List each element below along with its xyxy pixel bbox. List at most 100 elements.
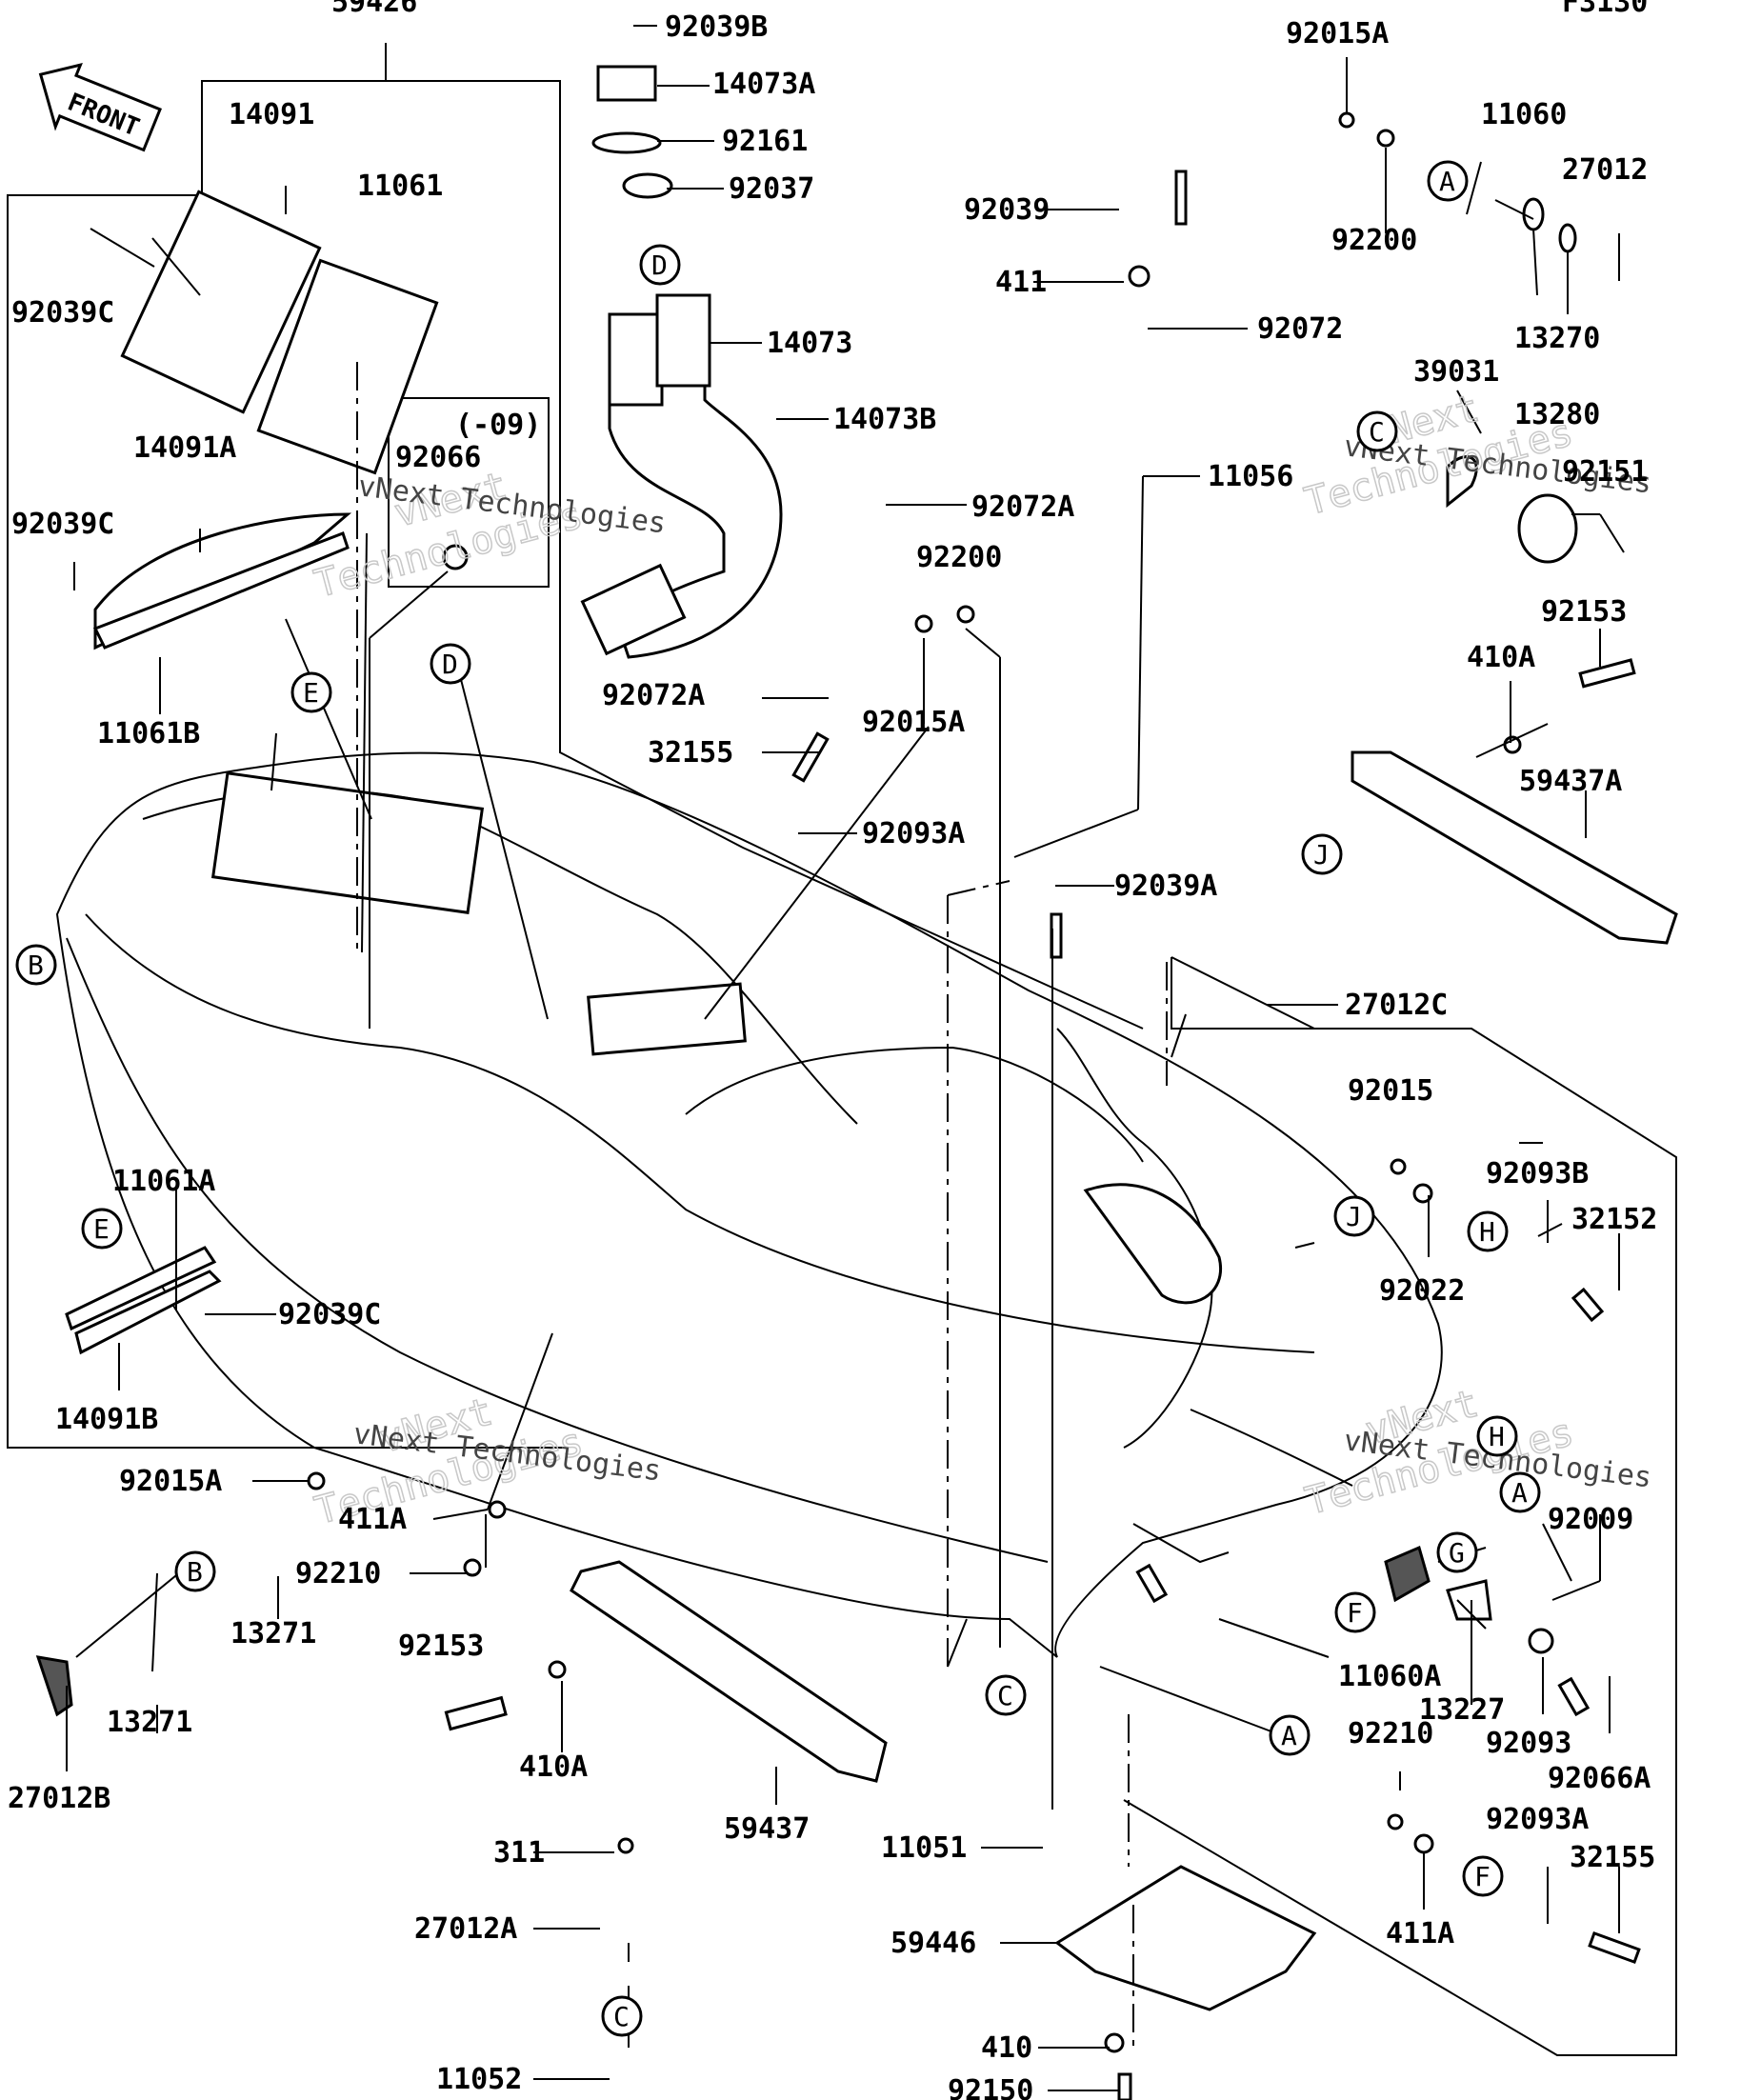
part-59437-sponson (570, 1560, 888, 1783)
svg-text:H: H (1489, 1421, 1505, 1452)
leader-lines (66, 25, 1625, 2091)
part-label: 410A (1467, 641, 1535, 674)
callout-J: J (1301, 833, 1343, 875)
part-label: 92039 (964, 193, 1050, 227)
svg-text:G: G (1449, 1537, 1465, 1569)
svg-text:F: F (1347, 1597, 1363, 1629)
callout-F: F (1462, 1855, 1504, 1897)
part-14073A-cap (591, 65, 673, 199)
svg-text:A: A (1511, 1477, 1528, 1509)
part-label: 27012B (8, 1782, 110, 1815)
callout-C: C (985, 1674, 1027, 1716)
svg-text:C: C (997, 1680, 1013, 1711)
part-14091B-strip (65, 1246, 222, 1355)
part-label: 92039B (665, 10, 768, 44)
part-59437A-sponson (1351, 750, 1678, 945)
part-label: 59426 (331, 0, 417, 19)
part-label: 92066 (395, 441, 481, 474)
part-label: 11056 (1208, 460, 1293, 493)
part-label: 411A (1386, 1917, 1454, 1950)
part-label: 311 (493, 1836, 545, 1870)
part-13280-clamp (1446, 455, 1578, 564)
callout-B: B (15, 944, 57, 986)
svg-text:J: J (1346, 1201, 1362, 1232)
callout-C: C (601, 1995, 643, 2037)
part-label: 410 (981, 2031, 1032, 2065)
part-label: 92093 (1486, 1727, 1571, 1760)
svg-text:E: E (93, 1213, 110, 1245)
group-box-59426 (7, 80, 562, 1449)
part-label: 14073B (833, 403, 936, 436)
callout-H: H (1476, 1415, 1518, 1457)
part-label: 32152 (1571, 1203, 1657, 1236)
part-label: 92037 (729, 172, 814, 206)
part-label: 411 (995, 266, 1047, 299)
part-label: 14073A (712, 68, 815, 101)
part-label: 92039C (11, 296, 114, 330)
part-label: 92153 (398, 1630, 484, 1663)
callout-B: B (174, 1550, 216, 1592)
part-label: 39031 (1413, 355, 1499, 389)
part-label: 92015 (1348, 1074, 1433, 1108)
figure-code: F3130 (1562, 0, 1648, 19)
part-label: 92015A (119, 1465, 222, 1498)
callout-A: A (1427, 160, 1469, 202)
part-label: 92039C (278, 1298, 381, 1331)
part-label: 11051 (881, 1831, 967, 1865)
svg-text:D: D (442, 649, 458, 680)
part-label: 92161 (722, 125, 808, 158)
callout-G: G (1436, 1531, 1478, 1573)
part-27012B-plate (35, 1655, 73, 1717)
part-label: 14091 (229, 98, 314, 131)
part-label: 32155 (648, 736, 733, 770)
group-box-right (1123, 957, 1677, 2056)
part-label: 92015A (862, 706, 965, 739)
part-label: 13271 (230, 1617, 316, 1650)
callout-E: E (81, 1208, 123, 1250)
svg-text:D: D (651, 250, 668, 281)
svg-text:F: F (1474, 1861, 1491, 1892)
part-label: 92093B (1486, 1157, 1589, 1190)
callout-J: J (1333, 1195, 1375, 1237)
hull (55, 751, 1443, 1658)
callout-F: F (1334, 1591, 1376, 1633)
year-note-box (388, 397, 550, 588)
callout-H: H (1467, 1210, 1509, 1252)
svg-text:A: A (1439, 166, 1455, 197)
part-label: 92200 (916, 541, 1002, 574)
part-label: 92150 (948, 2074, 1033, 2100)
svg-text:A: A (1281, 1720, 1297, 1751)
part-59446-plate (1054, 1865, 1317, 2011)
part-label: 13271 (107, 1706, 192, 1739)
part-label: 92072A (602, 679, 705, 712)
year-note: (-09) (455, 409, 541, 442)
part-label: 92200 (1331, 224, 1417, 257)
part-label: 411A (338, 1503, 407, 1536)
part-11060A-grommet (1384, 1545, 1492, 1621)
callout-A: A (1499, 1471, 1541, 1513)
part-label: 59437A (1519, 765, 1622, 798)
part-label: 27012A (414, 1912, 517, 1946)
svg-text:B: B (187, 1556, 203, 1588)
part-label: 27012 (1562, 153, 1648, 187)
part-label: 14091A (133, 431, 236, 465)
part-label: 32155 (1570, 1841, 1655, 1874)
part-label: 92072 (1257, 312, 1343, 346)
part-label: 11060A (1338, 1660, 1441, 1693)
part-label: 92210 (1348, 1717, 1433, 1750)
part-label: 14073 (767, 327, 852, 360)
part-label: 11061 (357, 170, 443, 203)
part-label: 27012C (1345, 989, 1448, 1022)
part-label: 13270 (1514, 322, 1600, 355)
callout-A: A (1269, 1714, 1311, 1756)
part-14073-pipe (580, 293, 783, 659)
part-label: 14091B (55, 1403, 158, 1436)
svg-text:H: H (1479, 1216, 1495, 1248)
callout-C: C (1356, 410, 1398, 452)
part-14091-cover (92, 190, 439, 650)
svg-text:E: E (303, 677, 319, 709)
part-label: 92210 (295, 1557, 381, 1590)
part-label: 92072A (971, 490, 1074, 524)
part-label: 92151 (1562, 455, 1648, 489)
part-label: 92022 (1379, 1274, 1465, 1308)
